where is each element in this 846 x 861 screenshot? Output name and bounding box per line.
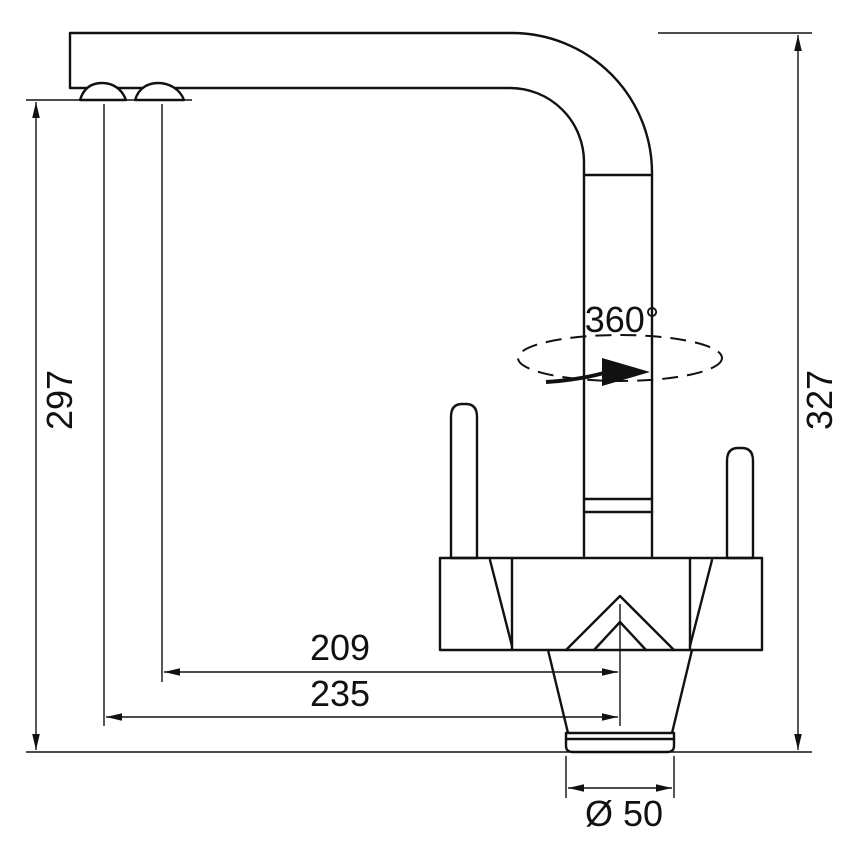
reach-first-outlet-label: 235	[310, 673, 370, 714]
body-right-block	[688, 556, 764, 652]
spout-outlet-second	[133, 81, 186, 102]
spout-outlet-first	[78, 81, 128, 102]
body-right-shoulder-line	[688, 558, 714, 648]
rotation-annotation: 360°	[517, 299, 723, 386]
diverter-chevron-outer	[564, 594, 676, 652]
dimension-lines	[26, 32, 812, 798]
right-handle	[725, 446, 755, 560]
rotation-ellipse	[517, 334, 723, 382]
spout-and-riser-outline	[68, 31, 654, 558]
left-handle	[449, 402, 479, 560]
spout-height-label: 297	[39, 370, 80, 430]
rotation-label: 360°	[585, 299, 659, 340]
faucet-outline	[68, 31, 764, 754]
dimension-labels: 297 327 209 235 Ø 50	[39, 370, 840, 834]
mounting-base	[564, 731, 676, 754]
body-left-shoulder-line	[488, 558, 514, 648]
cone-right-edge	[670, 648, 694, 735]
reach-second-outlet-label: 209	[310, 627, 370, 668]
base-diameter-label: Ø 50	[585, 793, 663, 834]
rotation-arrow-head	[602, 358, 650, 386]
rotation-arrow-tail	[545, 371, 605, 384]
body-left-block	[438, 556, 514, 652]
cone-left-edge	[546, 648, 570, 735]
total-height-label: 327	[799, 370, 840, 430]
